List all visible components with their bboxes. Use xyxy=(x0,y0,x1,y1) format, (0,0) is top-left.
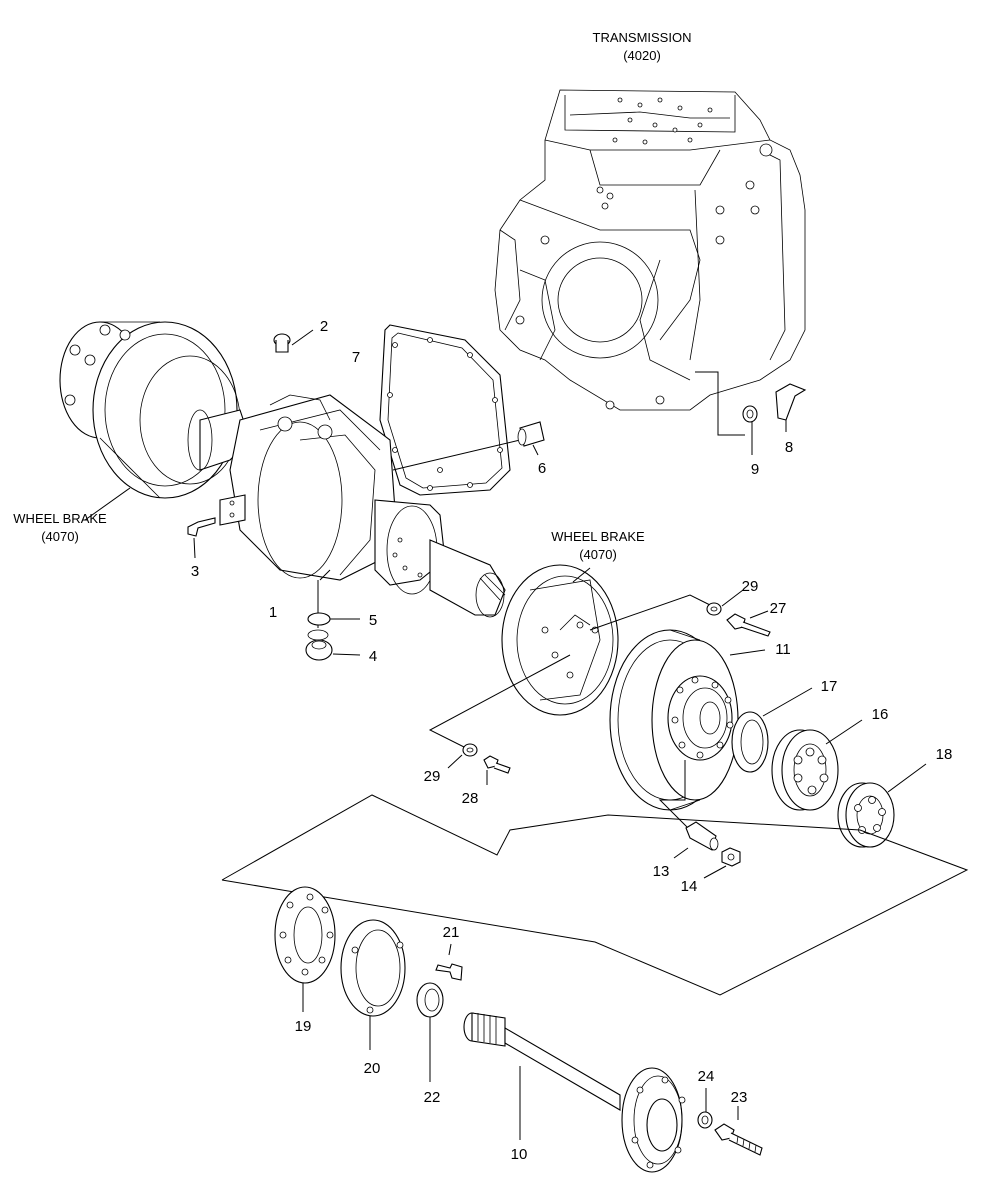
transmission-title: TRANSMISSION xyxy=(593,30,692,45)
callout-16: 16 xyxy=(872,706,889,723)
washer-part-29-upper xyxy=(706,589,744,616)
left-wheel-brake-title: WHEEL BRAKE xyxy=(13,511,107,526)
bolt-part-21 xyxy=(435,943,463,981)
right-wheel-brake xyxy=(501,564,619,716)
callout-4: 4 xyxy=(369,648,377,665)
o-ring-part-5 xyxy=(307,612,360,626)
shaft-assembly-boundary xyxy=(221,794,969,996)
right-wheel-brake-title: WHEEL BRAKE xyxy=(551,529,645,544)
gasket-part-7 xyxy=(379,324,511,496)
callout-1: 1 xyxy=(269,604,277,621)
callout-5: 5 xyxy=(369,612,377,629)
ring-part-20 xyxy=(340,919,406,1050)
bolt-part-8 xyxy=(775,383,807,432)
right-wheel-brake-code: (4070) xyxy=(579,547,617,562)
bolt-part-28 xyxy=(483,755,511,785)
nut-part-14 xyxy=(703,847,741,879)
bolt-part-3 xyxy=(187,517,216,559)
callout-20: 20 xyxy=(364,1060,381,1077)
callout-28: 28 xyxy=(462,790,479,807)
callout-22: 22 xyxy=(424,1089,441,1106)
callout-14: 14 xyxy=(681,878,698,895)
callout-29-lower: 29 xyxy=(424,768,441,785)
washer-part-29-lower xyxy=(447,743,478,769)
callout-17: 17 xyxy=(821,678,838,695)
callout-10: 10 xyxy=(511,1146,528,1163)
transmission-code: (4020) xyxy=(623,48,661,63)
washer-part-9 xyxy=(742,405,758,455)
seal-part-22 xyxy=(416,982,444,1082)
plug-part-2 xyxy=(273,329,314,353)
plate-part-19 xyxy=(274,886,336,1012)
axle-shaft-part-10 xyxy=(463,1012,686,1173)
callout-3: 3 xyxy=(191,563,199,580)
callout-8: 8 xyxy=(785,439,793,456)
callout-23: 23 xyxy=(731,1089,748,1106)
callout-24: 24 xyxy=(698,1068,715,1085)
axle-housing-part-1 xyxy=(187,394,521,641)
bearing-part-18 xyxy=(837,763,927,848)
callout-29-upper: 29 xyxy=(742,578,759,595)
callout-27: 27 xyxy=(770,600,787,617)
callout-9: 9 xyxy=(751,461,759,478)
brake-drum-part-11 xyxy=(609,629,766,831)
washer-part-24 xyxy=(697,1088,713,1129)
callout-13: 13 xyxy=(653,863,670,880)
bolt-part-27 xyxy=(726,610,771,637)
callout-18: 18 xyxy=(936,746,953,763)
seal-part-17 xyxy=(731,687,813,773)
bolt-part-23 xyxy=(714,1106,763,1156)
transmission-top-holes xyxy=(612,97,713,145)
callout-6: 6 xyxy=(538,460,546,477)
stud-part-13 xyxy=(673,821,719,859)
transmission-housing xyxy=(494,89,806,436)
callout-11: 11 xyxy=(775,641,791,658)
callout-19: 19 xyxy=(295,1018,312,1035)
dowel-part-6 xyxy=(517,421,545,456)
callout-21: 21 xyxy=(443,924,460,941)
bearing-part-16 xyxy=(771,719,863,811)
plug-part-4 xyxy=(305,639,361,661)
left-wheel-brake-code: (4070) xyxy=(41,529,79,544)
callout-7: 7 xyxy=(352,349,360,366)
callout-2: 2 xyxy=(320,318,328,335)
